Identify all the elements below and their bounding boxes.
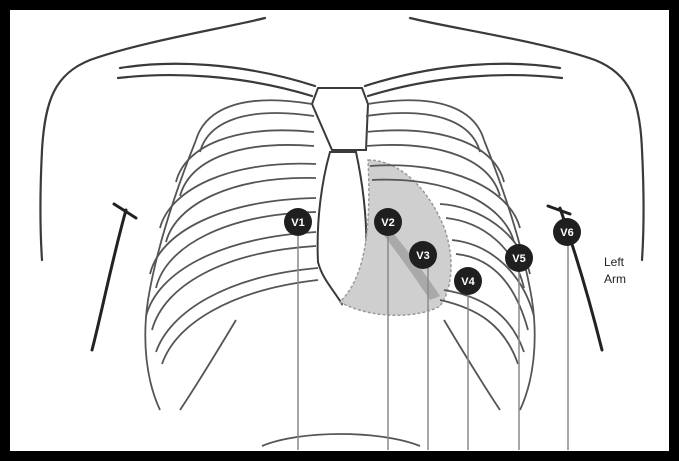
electrode-v4: V4: [454, 267, 482, 295]
left-arm-label-line1: Left: [604, 255, 625, 269]
electrode-v3: V3: [409, 241, 437, 269]
electrode-v1: V1: [284, 208, 312, 236]
ribs-right-side: [145, 100, 318, 410]
electrode-label-v4: V4: [461, 276, 475, 288]
electrode-v2: V2: [374, 208, 402, 236]
electrode-label-v5: V5: [512, 253, 525, 265]
electrode-v6: V6: [553, 218, 581, 246]
electrode-label-v3: V3: [416, 250, 429, 262]
diaphragm-line: [262, 434, 420, 446]
electrode-label-v2: V2: [381, 217, 394, 229]
electrode-label-v6: V6: [560, 227, 573, 239]
electrode-label-v1: V1: [291, 217, 304, 229]
left-arm-label-line2: Arm: [604, 272, 626, 286]
electrode-v5: V5: [505, 244, 533, 272]
